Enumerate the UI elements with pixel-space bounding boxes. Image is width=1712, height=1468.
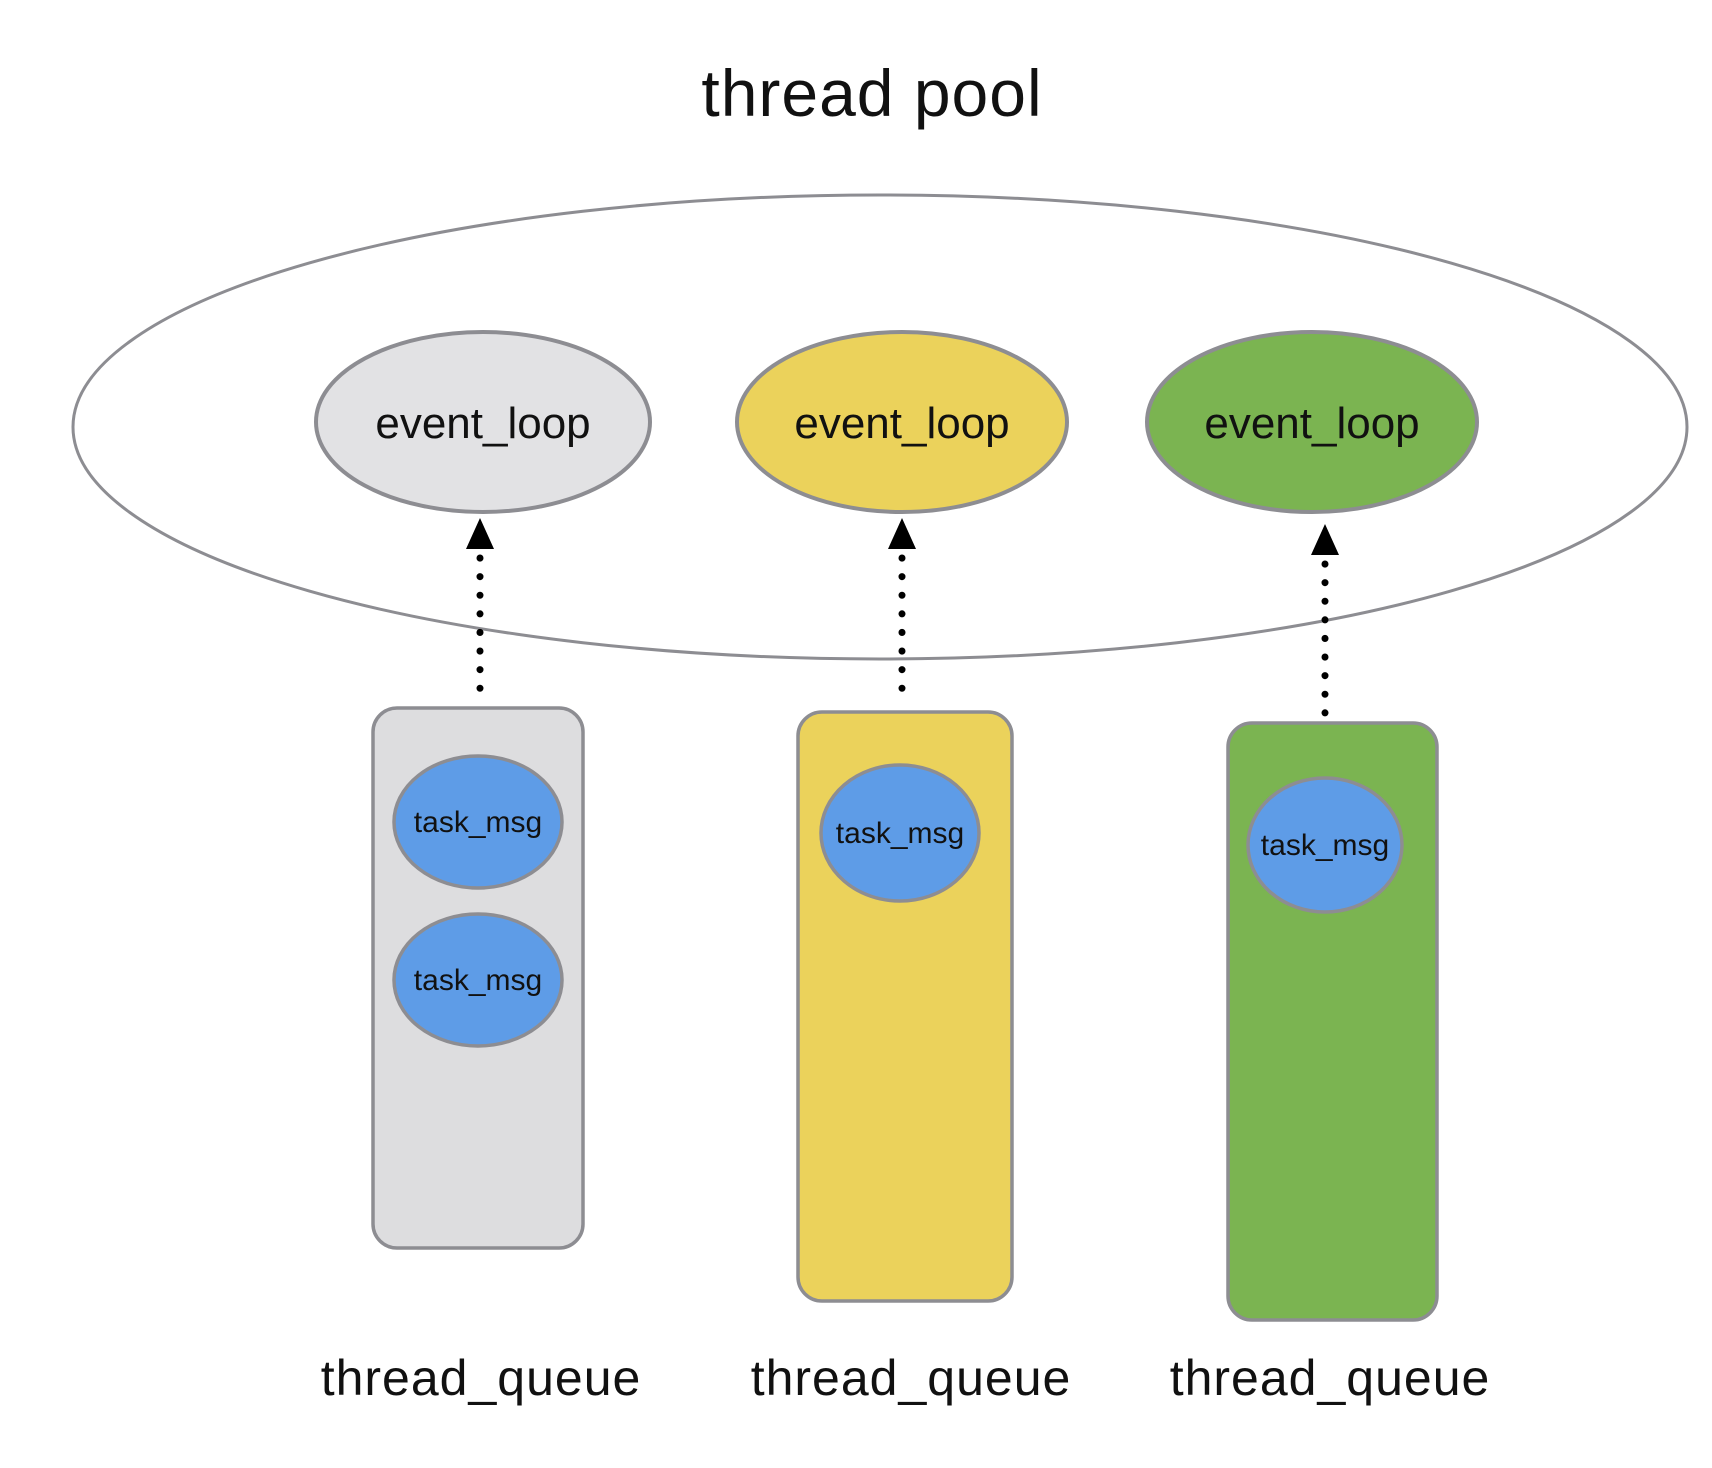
event-loop-ellipse	[1145, 330, 1479, 514]
task-msg-label: task_msg	[836, 817, 964, 850]
arrowhead-up-icon	[1311, 524, 1339, 555]
arrow-queue3-to-loop3	[1311, 524, 1339, 720]
task-msg-ellipse	[392, 754, 564, 890]
task-msg-ellipse	[392, 912, 564, 1048]
event-loop-2: event_loop	[735, 330, 1069, 514]
thread-queue-1: task_msg task_msg thread_queue	[321, 706, 642, 1406]
thread-queue-3: task_msg thread_queue	[1170, 721, 1491, 1406]
event-loop-label: event_loop	[794, 399, 1009, 448]
queue-label: thread_queue	[1170, 1350, 1491, 1406]
task-msg-label: task_msg	[414, 964, 542, 997]
task-msg-label: task_msg	[414, 806, 542, 839]
event-loop-ellipse	[314, 330, 652, 514]
task-msg-ellipse	[819, 763, 981, 903]
event-loop-label: event_loop	[375, 399, 590, 448]
event-loop-1: event_loop	[314, 330, 652, 514]
thread-queue-2: task_msg thread_queue	[751, 710, 1072, 1406]
task-msg-label: task_msg	[1261, 829, 1389, 862]
task-msg-ellipse	[1246, 776, 1404, 914]
event-loop-label: event_loop	[1204, 399, 1419, 448]
arrowhead-up-icon	[466, 518, 494, 549]
event-loop-ellipse	[735, 330, 1069, 514]
event-loop-3: event_loop	[1145, 330, 1479, 514]
thread-pool-boundary-ellipse	[71, 193, 1689, 661]
arrowhead-up-icon	[888, 518, 916, 549]
diagram-title: thread pool	[701, 56, 1042, 130]
queue-label: thread_queue	[321, 1350, 642, 1406]
arrow-queue1-to-loop1	[466, 518, 494, 704]
queue-label: thread_queue	[751, 1350, 1072, 1406]
arrow-queue2-to-loop2	[888, 518, 916, 708]
